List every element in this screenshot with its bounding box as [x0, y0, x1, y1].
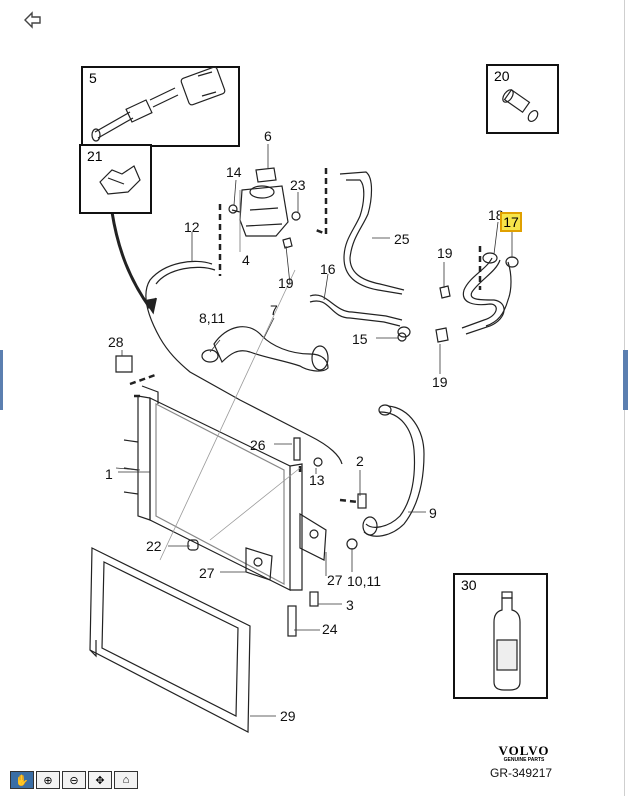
callout-16[interactable]: 16: [320, 261, 336, 277]
callout-8-11[interactable]: 8,11: [199, 310, 226, 326]
callout-24[interactable]: 24: [322, 621, 338, 637]
back-arrow-icon: [24, 11, 41, 29]
fan-shroud-drawing: [89, 547, 251, 733]
callout-17-highlighted[interactable]: 17: [500, 212, 522, 232]
right-scroll-handle[interactable]: [623, 350, 628, 410]
callout-27-left[interactable]: 27: [199, 565, 215, 581]
callout-29[interactable]: 29: [280, 708, 296, 724]
callout-13[interactable]: 13: [309, 472, 325, 488]
callout-23[interactable]: 23: [290, 177, 306, 193]
callout-7[interactable]: 7: [270, 302, 278, 318]
callout-18[interactable]: 18: [488, 207, 504, 223]
zoom-in-button[interactable]: ⊕: [36, 771, 60, 789]
callout-9[interactable]: 9: [429, 505, 437, 521]
callout-19-left[interactable]: 19: [278, 275, 294, 291]
inset-box-20: 20: [486, 64, 559, 134]
callout-30[interactable]: 30: [461, 577, 477, 593]
pan-hand-button[interactable]: ✋: [10, 771, 34, 789]
callout-22[interactable]: 22: [146, 538, 162, 554]
drawing-code: GR-349217: [490, 766, 553, 780]
home-button[interactable]: ⌂: [114, 771, 138, 789]
callout-15[interactable]: 15: [352, 331, 368, 347]
pan-hand-icon: ✋: [15, 774, 29, 787]
inset-box-30: 30: [453, 573, 548, 699]
callout-21[interactable]: 21: [87, 148, 103, 164]
inset-box-5: 5: [81, 66, 240, 147]
viewer-toolbar: ✋ ⊕ ⊖ ✥ ⌂: [10, 771, 138, 789]
callout-2[interactable]: 2: [356, 453, 364, 469]
callout-19-top[interactable]: 19: [437, 245, 453, 261]
brand-logo: VOLVO: [498, 743, 550, 758]
callout-26[interactable]: 26: [250, 437, 266, 453]
callout-12[interactable]: 12: [184, 219, 200, 235]
callout-14[interactable]: 14: [226, 164, 242, 180]
callout-28[interactable]: 28: [108, 334, 124, 350]
callout-3[interactable]: 3: [346, 597, 354, 613]
callout-19-bottom[interactable]: 19: [432, 374, 448, 390]
callout-6[interactable]: 6: [264, 128, 272, 144]
back-button[interactable]: [22, 10, 44, 30]
select-cursor-button[interactable]: ✥: [88, 771, 112, 789]
callout-10-11[interactable]: 10,11: [347, 573, 381, 589]
callout-4[interactable]: 4: [242, 252, 250, 268]
select-cursor-icon: ✥: [95, 774, 105, 787]
callout-5[interactable]: 5: [89, 70, 97, 86]
callout-20[interactable]: 20: [494, 68, 510, 84]
home-icon: ⌂: [122, 774, 130, 786]
zoom-in-icon: ⊕: [43, 774, 53, 787]
zoom-out-icon: ⊖: [69, 774, 79, 787]
zoom-out-button[interactable]: ⊖: [62, 771, 86, 789]
callout-25[interactable]: 25: [394, 231, 410, 247]
callout-27-right[interactable]: 27: [327, 572, 343, 588]
callout-1[interactable]: 1: [105, 466, 113, 482]
left-scroll-handle[interactable]: [0, 350, 3, 410]
brand-subtitle: GENUINE PARTS: [503, 757, 545, 763]
